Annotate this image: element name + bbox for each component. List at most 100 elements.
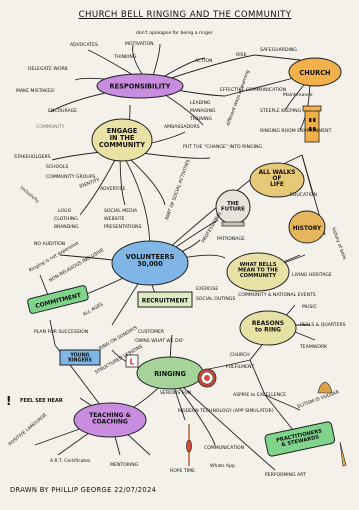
node-label-line: VOLUNTEERS — [126, 253, 175, 261]
node-responsibility-shape — [96, 73, 184, 99]
label-whatsapp: Whats App — [210, 463, 235, 469]
label-no-audition: NO AUDITION — [34, 241, 65, 247]
node-young-ringers-shape — [59, 349, 101, 366]
node-label-line: RINGERS — [68, 358, 92, 364]
node-responsibility: RESPONSIBILITY — [96, 73, 184, 99]
node-what-bells-shape — [226, 252, 290, 292]
pen-icon — [339, 441, 347, 467]
label-all-ages: ALL AGES — [82, 301, 104, 317]
node-label-line: MEAN TO THE — [238, 267, 279, 273]
label-managing: MANAGING — [190, 108, 216, 114]
label-leading: LEADING — [190, 100, 211, 106]
footer-credit: DRAWN BY PHILLIP GEORGE 22/07/2024 — [10, 486, 157, 494]
connector — [254, 54, 301, 61]
label-church-small: CHURCH — [230, 352, 250, 358]
node-label-line: COMMUNITY — [99, 141, 145, 149]
label-advertise: ADVERTISE — [100, 186, 126, 192]
learner-plate-icon: L — [125, 354, 139, 368]
church-tower-icon — [302, 105, 322, 143]
label-peals: PEALS & QUARTERS — [300, 322, 346, 328]
node-reasons-shape — [239, 310, 297, 346]
node-responsibility-label: RESPONSIBILITY — [110, 83, 171, 91]
label-stakeholders: STAKEHOLDERS — [14, 154, 51, 160]
label-plan-for-succession: PLAN FOR SUCCESSION — [34, 329, 88, 335]
node-commitment-shape — [27, 285, 89, 314]
label-exercise: EXERCISE — [196, 286, 218, 292]
label-inclusivity: inclusivity — [19, 185, 41, 205]
label-put-the-change: PUT THE "CHANGE" INTO RINGING — [183, 144, 262, 150]
node-label-line: OF — [273, 176, 282, 182]
node-label-line: ALL WALKS — [259, 170, 296, 176]
label-performing-art: PERFORMING ART — [265, 472, 306, 478]
node-label-line: COMMUNITY — [240, 273, 277, 279]
node-teaching-shape — [73, 402, 147, 438]
label-aspire: ASPIRE to EXCELLENCE — [233, 392, 286, 398]
label-community-groups: COMMUNITY GROUPS — [46, 174, 95, 180]
label-music: MUSIC — [302, 304, 317, 310]
label-social-media: SOCIAL MEDIA — [104, 208, 138, 214]
node-history-label: HISTORY — [293, 226, 322, 232]
node-history: HISTORY — [288, 210, 326, 244]
node-label-line: IN THE — [110, 134, 135, 142]
label-part-of-social: PART OF SOCIAL ACTIVITIES — [164, 159, 191, 221]
label-art-certificates: A.R.T. Certificates — [50, 458, 91, 464]
node-history-shape — [288, 210, 326, 244]
connector — [169, 374, 276, 471]
label-effective-comm: EFFECTIVE COMMUNICATION — [220, 87, 286, 93]
label-schools: SCHOOLS — [46, 164, 68, 170]
node-church-shape — [288, 57, 342, 87]
node-label-line: COACHING — [92, 418, 128, 425]
node-recruitment-shape — [137, 291, 193, 308]
node-teaching: TEACHING &COACHING — [73, 402, 147, 438]
node-church-label: CHURCH — [299, 69, 330, 77]
label-safeguarding: SAFEGUARDING — [260, 47, 297, 53]
node-label-line: ENGAGE — [107, 127, 138, 135]
connector — [249, 359, 266, 396]
label-community-national: COMMUNITY & NATIONAL EVENTS — [238, 292, 316, 298]
svg-text:L: L — [129, 358, 134, 367]
label-mentoring: MENTORING — [110, 462, 139, 468]
label-logo: LOGO — [58, 208, 72, 214]
label-motivation: MOTIVATION — [125, 41, 154, 47]
label-ring-on-sundays: RING ON SUNDAYS — [98, 325, 138, 352]
label-branding: BRANDING — [54, 224, 79, 230]
label-patronage: PATRONAGE — [217, 236, 245, 242]
label-delegate-work: DELEGATE WORK — [28, 66, 69, 72]
label-presentations: PRESENTATIONS — [104, 224, 142, 230]
node-ringing: RINGING — [136, 356, 204, 390]
label-clothing: CLOTHING — [54, 216, 78, 222]
node-label-line: FUTURE — [221, 207, 245, 213]
label-training: TRAINING — [189, 116, 213, 122]
node-commitment: COMMITMENT — [27, 285, 89, 314]
label-fulfilment: FULFILMENT — [226, 364, 254, 370]
target-icon — [197, 368, 217, 388]
label-thinking: THINKING — [113, 54, 137, 60]
label-maintenance: Maintenance — [283, 92, 313, 98]
label-ringing-room: RINGING ROOM ENVIRONMENT — [260, 128, 332, 134]
label-living-heritage: LIVING HERITAGE — [292, 272, 332, 278]
label-social-outings: SOCIAL OUTINGS — [196, 296, 235, 302]
node-recruitment-label: RECRUITMENT — [142, 299, 189, 305]
node-label-line: REASONS — [252, 320, 284, 327]
node-teaching-label: TEACHING &COACHING — [89, 412, 131, 425]
label-education: EDUCATION — [290, 192, 317, 198]
label-ambassadors: AMBASSADORS — [164, 124, 200, 130]
label-feel-see-hear: FEEL SEE HEAR — [20, 398, 63, 404]
label-risk: RISK — [236, 52, 247, 58]
crystal-ball-stand-icon — [221, 221, 245, 227]
node-engage-shape — [91, 118, 153, 162]
label-website: WEBSITE — [104, 216, 125, 222]
node-church: CHURCH — [288, 57, 342, 87]
node-ringing-label: RINGING — [154, 370, 186, 378]
